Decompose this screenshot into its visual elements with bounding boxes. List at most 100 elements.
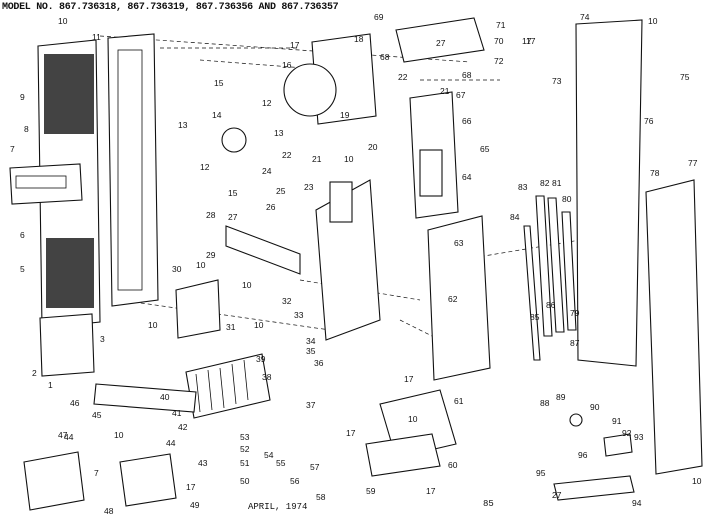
callout-c72: 72 <box>494 56 504 66</box>
callout-c43: 43 <box>198 458 208 468</box>
callout-c17a: 17 <box>290 40 300 50</box>
callout-c54: 54 <box>264 450 274 460</box>
callout-c66: 66 <box>462 116 472 126</box>
callout-c87: 87 <box>570 338 580 348</box>
callout-c19: 19 <box>340 110 350 120</box>
callout-c79: 79 <box>570 308 580 318</box>
callout-c48: 48 <box>104 506 114 516</box>
callout-c44a: 44 <box>166 438 176 448</box>
limit-switch <box>569 413 583 427</box>
gas-valve-right <box>119 453 177 507</box>
right-side-panel <box>645 179 703 475</box>
callout-c55: 55 <box>276 458 286 468</box>
callout-c84: 84 <box>510 212 520 222</box>
callout-c39: 39 <box>256 354 266 364</box>
callout-c5: 5 <box>20 264 25 274</box>
callout-c86: 86 <box>546 300 556 310</box>
callout-c17f: 17 <box>426 486 436 496</box>
base-bracket <box>365 433 441 477</box>
callout-c56: 56 <box>290 476 300 486</box>
callout-c73: 73 <box>552 76 562 86</box>
callout-c10f: 10 <box>254 320 264 330</box>
callout-c57: 57 <box>310 462 320 472</box>
callout-c83: 83 <box>518 182 528 192</box>
callout-c21b: 21 <box>440 86 450 96</box>
callout-c9: 9 <box>20 92 25 102</box>
callout-c89: 89 <box>556 392 566 402</box>
callout-c28: 28 <box>206 210 216 220</box>
callout-c40: 40 <box>160 392 170 402</box>
callout-c1: 1 <box>48 380 53 390</box>
callout-c27a: 27 <box>228 212 238 222</box>
callout-c49: 49 <box>190 500 200 510</box>
callout-c90: 90 <box>590 402 600 412</box>
callout-c74: 74 <box>580 12 590 22</box>
callout-c23: 23 <box>304 182 314 192</box>
callout-c10h: 10 <box>114 430 124 440</box>
lower-panel <box>39 313 95 377</box>
callout-c53: 53 <box>240 432 250 442</box>
callout-c65: 65 <box>480 144 490 154</box>
callout-c38: 38 <box>262 372 272 382</box>
callout-c10c: 10 <box>648 16 658 26</box>
callout-c51: 51 <box>240 458 250 468</box>
mounting-bracket <box>225 225 301 275</box>
callout-c33: 33 <box>294 310 304 320</box>
callout-c11: 11 <box>92 32 101 42</box>
callout-c94: 94 <box>632 498 642 508</box>
flue-opening <box>419 149 443 197</box>
callout-c27b: 27 <box>436 38 446 48</box>
side-panel-recess <box>117 49 143 291</box>
callout-c22b: 22 <box>398 72 408 82</box>
callout-c61: 61 <box>454 396 464 406</box>
callout-c68a: 68 <box>380 52 390 62</box>
side-panel <box>107 33 159 307</box>
callout-c32: 32 <box>282 296 292 306</box>
callout-c35: 35 <box>306 346 316 356</box>
callout-c88: 88 <box>540 398 550 408</box>
callout-c82: 82 <box>540 178 550 188</box>
callout-c71: 71 <box>496 20 506 30</box>
callout-c7: 7 <box>10 144 15 154</box>
front-panel <box>9 39 101 329</box>
callout-c14: 14 <box>212 110 222 120</box>
callout-c25: 25 <box>276 186 286 196</box>
part-callouts: 1235678910111212131314151516171819102021… <box>10 12 702 516</box>
diagram-title: MODEL NO. 867.736318, 867.736319, 867.73… <box>2 2 339 13</box>
callout-c15a: 15 <box>214 78 224 88</box>
callout-c44b: 44 <box>64 432 74 442</box>
callout-c26: 26 <box>266 202 276 212</box>
blower-wheel <box>283 63 337 117</box>
terminal-block <box>603 433 633 457</box>
callout-c60: 60 <box>448 460 458 470</box>
callout-c29: 29 <box>206 250 216 260</box>
callout-c7b: 7 <box>94 468 99 478</box>
callout-c10j: 10 <box>692 476 702 486</box>
callout-c17c: 17 <box>404 374 414 384</box>
callout-c15b: 15 <box>228 188 238 198</box>
callout-c78: 78 <box>650 168 660 178</box>
callout-c52: 52 <box>240 444 250 454</box>
callout-c17g: 17 <box>526 36 536 46</box>
callout-c34a: 34 <box>306 336 316 346</box>
callout-c8: 8 <box>24 124 29 134</box>
callout-c31: 31 <box>226 322 236 332</box>
bottom-bracket <box>553 475 635 501</box>
callout-c85: 85 <box>530 312 540 322</box>
callout-c10g: 10 <box>148 320 158 330</box>
callout-c46: 46 <box>70 398 80 408</box>
callout-c22a: 22 <box>282 150 292 160</box>
page-number: 85 <box>483 499 494 509</box>
callout-c10e: 10 <box>242 280 252 290</box>
callout-c41: 41 <box>172 408 182 418</box>
callout-c17e: 17 <box>186 482 196 492</box>
callout-c27c: 27 <box>552 490 562 500</box>
callout-c10d: 10 <box>196 260 206 270</box>
callout-c12a: 12 <box>262 98 272 108</box>
flue-collar <box>329 181 353 223</box>
burner-plate <box>93 383 197 413</box>
callout-c91: 91 <box>612 416 622 426</box>
callout-c62: 62 <box>448 294 458 304</box>
callout-c69: 69 <box>374 12 384 22</box>
